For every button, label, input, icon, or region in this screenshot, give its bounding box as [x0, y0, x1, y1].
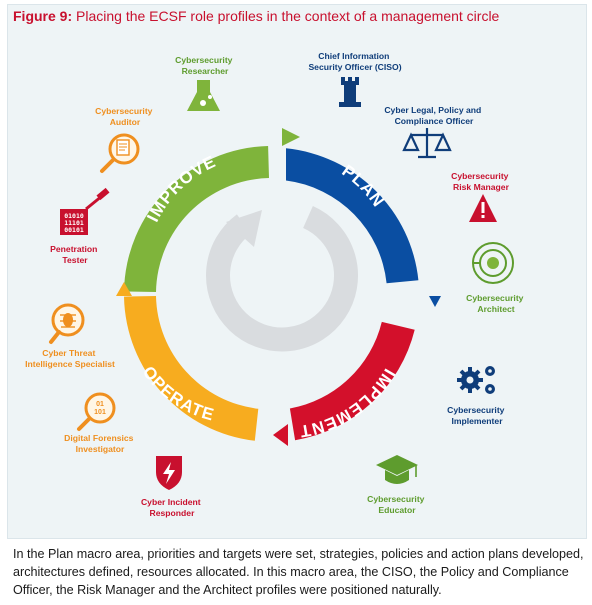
- auditor-label: Cybersecurity Auditor: [95, 106, 155, 127]
- plan-arrowhead-icon: [429, 296, 441, 307]
- caption-label: Figure 9:: [13, 8, 73, 24]
- responder-label: Cyber Incident Responder: [141, 497, 203, 518]
- educator-label: Cybersecurity Educator: [367, 494, 427, 515]
- svg-text:00101: 00101: [64, 226, 84, 234]
- figure-panel: [7, 4, 587, 539]
- audit-magnifier-icon: [100, 133, 140, 173]
- figure-caption: Figure 9: Placing the ECSF role profiles…: [13, 8, 499, 24]
- svg-text:01: 01: [96, 401, 104, 408]
- shield-bolt-icon: [156, 456, 182, 490]
- researcher-label: Cybersecurity Researcher: [175, 55, 235, 76]
- warning-icon: [469, 194, 497, 222]
- bug-magnifier-icon: [49, 303, 85, 344]
- implement-arrowhead-icon: [273, 424, 288, 446]
- svg-text:101: 101: [94, 409, 106, 416]
- caption-text: Placing the ECSF role profiles in the co…: [76, 8, 500, 24]
- improve-arrowhead-icon: [282, 128, 300, 146]
- body-paragraph: In the Plan macro area, priorities and t…: [13, 547, 584, 597]
- gears-icon: [457, 366, 495, 394]
- legal-label: Cyber Legal, Policy and Compliance Offic…: [384, 105, 483, 126]
- forensics-magnifier-icon: 01 101: [77, 392, 116, 431]
- implementer-label: Cybersecurity Implementer: [447, 405, 507, 426]
- architect-label: Cybersecurity Architect: [466, 293, 526, 314]
- svg-text:01010: 01010: [64, 212, 84, 220]
- svg-text:11101: 11101: [64, 219, 84, 227]
- graduation-cap-icon: [376, 455, 418, 484]
- binary-hammer-icon: 01010 11101 00101: [60, 187, 110, 235]
- risk-label: Cybersecurity Risk Manager: [451, 171, 511, 192]
- cycle-arrow-icon: [206, 206, 358, 352]
- forensics-label: Digital Forensics Investigator: [64, 433, 136, 454]
- scales-icon: [402, 128, 452, 159]
- flask-icon: [187, 80, 220, 111]
- implement-arc: [289, 321, 415, 441]
- architect-circuit-icon: [472, 242, 514, 284]
- pentester-label: Penetration Tester: [50, 244, 100, 265]
- ciso-label: Chief Information Security Officer (CISO…: [308, 51, 401, 72]
- threat-label: Cyber Threat Intelligence Specialist: [25, 348, 115, 369]
- chess-rook-icon: [339, 77, 361, 107]
- operate-arrowhead-icon: [116, 282, 132, 296]
- operate-arc: [124, 296, 259, 441]
- improve-arc: [124, 146, 269, 292]
- management-circle-diagram: PLAN IMPLEMENT OPERATE IMPROVE Cybersecu…: [25, 51, 526, 518]
- plan-arc: [286, 148, 419, 284]
